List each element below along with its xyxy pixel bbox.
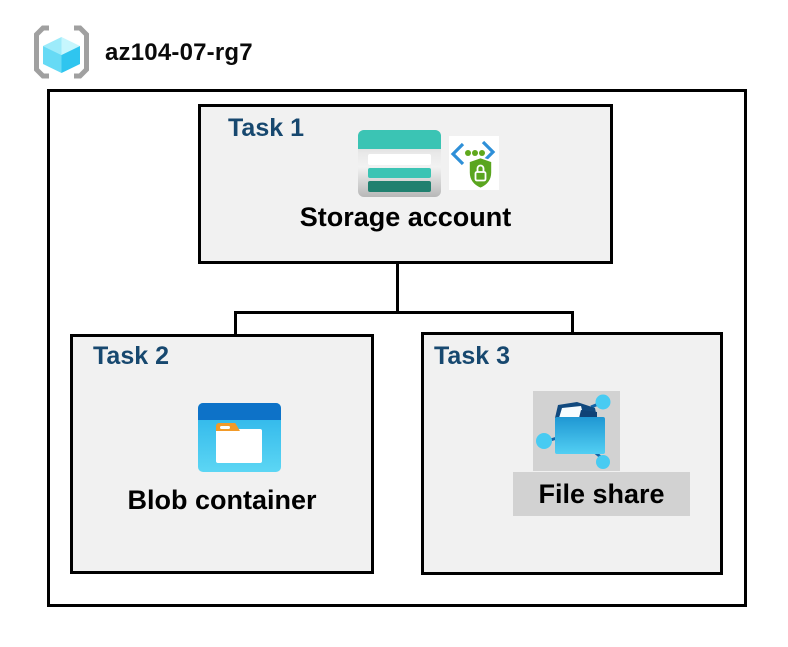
file-share-icon-background: [533, 391, 620, 471]
task1-label: Task 1: [228, 114, 304, 142]
file-share-label: File share: [538, 479, 665, 509]
storage-account-label: Storage account: [299, 202, 512, 232]
resource-group-icon: [34, 25, 89, 79]
blob-icon-tab-dash: [220, 425, 230, 429]
storage-icon-stripe-dark: [368, 181, 431, 192]
resource-group-name: az104-07-rg7: [105, 39, 253, 66]
storage-account-icon: [358, 130, 441, 197]
connector-storage-stem: [396, 233, 399, 312]
blob-icon-folder: [216, 429, 262, 463]
blob-container-label: Blob container: [127, 485, 317, 515]
task2-label: Task 2: [93, 342, 169, 370]
blob-icon-folder-tab: [216, 423, 240, 431]
blob-icon-header-band: [198, 403, 281, 420]
storage-icon-header-band: [358, 130, 441, 149]
connector-horizontal: [234, 311, 574, 314]
file-share-label-background: File share: [513, 472, 690, 516]
storage-icon-stripe-teal: [368, 167, 431, 178]
task2-box: Task 2 Blob container: [70, 334, 374, 574]
task3-label: Task 3: [434, 342, 510, 370]
task3-box: Task 3 File share: [421, 332, 723, 575]
blob-container-icon: [198, 403, 281, 472]
file-share-icon: [536, 394, 611, 469]
storage-icon-stripe-white: [368, 154, 431, 165]
task1-box: Task 1 Storage account: [198, 104, 613, 264]
sas-shield-icon: [449, 136, 499, 190]
